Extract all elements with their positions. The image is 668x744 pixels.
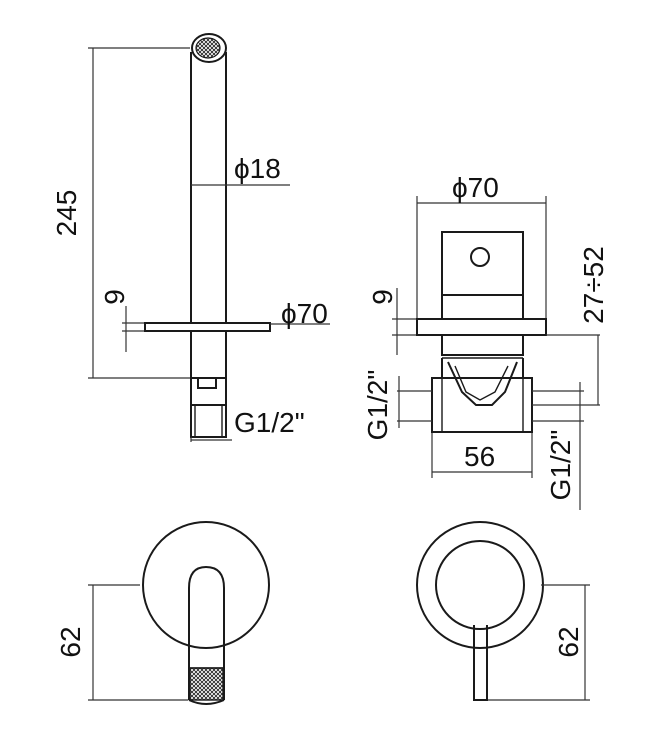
- body-neck: [441, 334, 524, 356]
- lever-pin: [470, 247, 490, 267]
- label-9-left: 9: [99, 289, 130, 305]
- mixer-front-view: 62: [416, 521, 590, 701]
- spout-tip: [188, 699, 225, 705]
- aerator-top: [191, 33, 227, 63]
- aerator-mesh: [195, 37, 221, 59]
- label-62-left: 62: [55, 626, 86, 657]
- spout-rosette: [142, 521, 270, 649]
- label-27-52: 27÷52: [578, 246, 609, 324]
- cartridge-sleeve: [441, 294, 524, 320]
- lever-block: [441, 231, 524, 296]
- rosette-plate: [144, 322, 271, 332]
- spout-aerator: [189, 667, 224, 701]
- label-thread-b: G1/2": [545, 430, 576, 501]
- label-dia-18: ϕ18: [234, 153, 281, 184]
- label-thread-a: G1/2": [362, 370, 393, 441]
- mixer-knob: [435, 540, 525, 630]
- mixer-body-view: ϕ70 27÷52 9 G1/2": [362, 172, 609, 510]
- label-62-right: 62: [553, 626, 584, 657]
- valve-collar: [441, 358, 524, 406]
- valve-body: [431, 377, 533, 433]
- label-thread-left: G1/2": [234, 407, 305, 438]
- mixer-lever: [473, 625, 488, 701]
- label-dia-70-right: ϕ70: [452, 172, 499, 203]
- label-56: 56: [464, 441, 495, 472]
- label-245: 245: [51, 190, 82, 237]
- label-dia-70-left: ϕ70: [281, 298, 328, 329]
- connector-nut: [190, 377, 227, 406]
- valve-collar-inner: [454, 365, 509, 401]
- thread-section: [190, 404, 227, 438]
- spout-outline: [188, 565, 225, 700]
- rosette-plate-right: [416, 318, 547, 336]
- label-9-right: 9: [367, 289, 398, 305]
- spout-front-view: 62: [55, 521, 270, 705]
- spout-side-view: 245 ϕ18 9 ϕ70 G1/2": [51, 33, 330, 442]
